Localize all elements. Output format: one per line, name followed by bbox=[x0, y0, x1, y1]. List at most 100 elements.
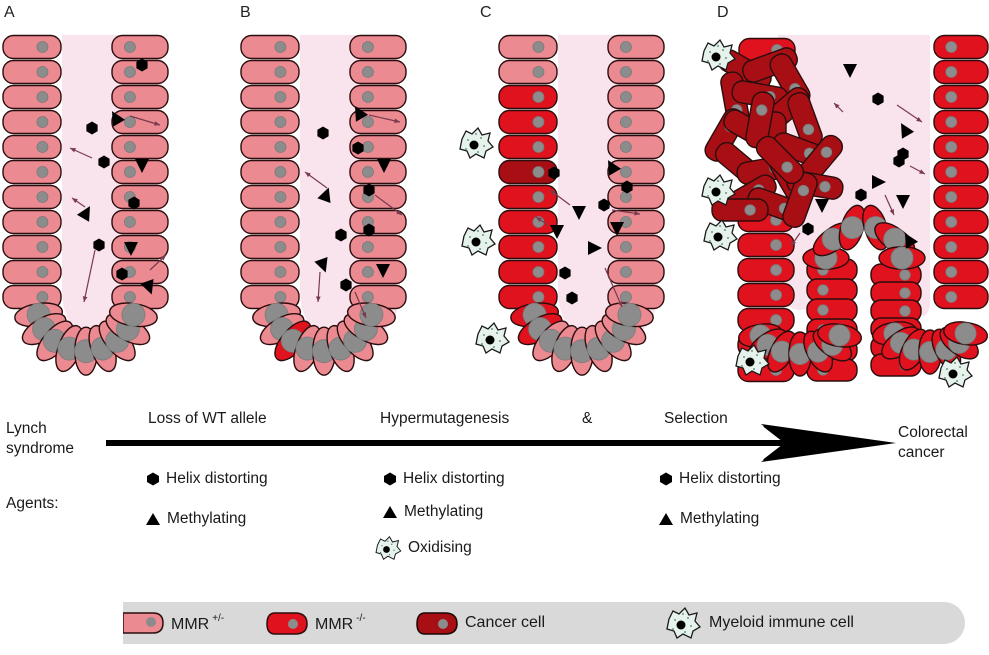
epithelial-cell bbox=[498, 134, 558, 160]
epithelial-cell bbox=[498, 34, 558, 60]
helix-agent-icon bbox=[98, 155, 110, 169]
timeline-end-line2: cancer bbox=[898, 444, 945, 461]
epithelial-cell bbox=[111, 184, 169, 210]
crypt-panel-a bbox=[2, 34, 169, 376]
epithelial-cell bbox=[878, 246, 926, 270]
epithelial-cell bbox=[240, 34, 300, 60]
epithelial-cell bbox=[933, 109, 989, 135]
epithelial-cell bbox=[349, 209, 407, 235]
epithelial-cell bbox=[111, 109, 169, 135]
myeloid-cell-icon bbox=[666, 607, 701, 639]
panel-label-a: A bbox=[4, 4, 15, 21]
methylating-agent-icon bbox=[843, 64, 857, 78]
epithelial-cell bbox=[240, 184, 300, 210]
methylating-agent-icon bbox=[135, 159, 149, 173]
epithelial-cell bbox=[2, 234, 62, 260]
timeline-start-line1: Lynch bbox=[6, 420, 47, 437]
diffusion-arrow bbox=[374, 194, 403, 216]
helix-agent-icon bbox=[893, 154, 905, 168]
epithelial-cell bbox=[2, 109, 62, 135]
agent-label: Helix distorting bbox=[166, 470, 268, 487]
triangle-icon bbox=[383, 506, 397, 518]
legend-label: MMR+/- bbox=[171, 612, 225, 633]
epithelial-cell bbox=[111, 159, 169, 185]
helix-agent-icon bbox=[128, 196, 140, 210]
epithelial-cell bbox=[111, 134, 169, 160]
epithelial-cell bbox=[604, 302, 654, 328]
epithelial-cell bbox=[782, 172, 818, 228]
legend-label: MMR-/- bbox=[315, 612, 366, 633]
epithelial-cell bbox=[2, 34, 62, 60]
agent-label: Methylating bbox=[167, 510, 247, 527]
crypt-panel-d bbox=[701, 34, 989, 388]
panel-label-b: B bbox=[240, 4, 251, 21]
stage-selection: Selection bbox=[664, 410, 728, 427]
methylating-agent-icon bbox=[112, 111, 126, 127]
methylating-agent-icon bbox=[317, 187, 331, 204]
epithelial-cell bbox=[607, 109, 665, 135]
methylating-agent-icon bbox=[376, 264, 390, 278]
methylating-agent-icon bbox=[140, 278, 154, 295]
epithelial-cell bbox=[111, 209, 169, 235]
methylating-agent-icon bbox=[815, 199, 829, 213]
helix-agent-icon bbox=[335, 228, 347, 242]
epithelial-cell bbox=[933, 159, 989, 185]
epithelial-cell bbox=[2, 134, 62, 160]
myeloid-immune-cell bbox=[703, 219, 738, 251]
helix-agent-icon bbox=[559, 266, 571, 280]
epithelial-cell bbox=[349, 134, 407, 160]
agent-methylating-3: Methylating bbox=[658, 510, 759, 528]
epithelial-cell bbox=[933, 34, 989, 60]
agent-label: Oxidising bbox=[408, 539, 472, 556]
cancer-cell-icon bbox=[416, 612, 458, 635]
methylating-agent-icon bbox=[314, 256, 328, 273]
helix-agent-icon bbox=[363, 183, 375, 197]
panel-label-d: D bbox=[717, 4, 729, 21]
methylating-agent-icon bbox=[377, 159, 391, 173]
epithelial-cell bbox=[933, 84, 989, 110]
crypt-diagram bbox=[2, 34, 989, 388]
diffusion-arrow bbox=[604, 267, 623, 308]
legend-label: Myeloid immune cell bbox=[709, 614, 854, 631]
epithelial-cell bbox=[933, 234, 989, 260]
epithelial-cell bbox=[349, 159, 407, 185]
helix-agent-icon bbox=[548, 166, 560, 180]
epithelial-cell bbox=[2, 259, 62, 285]
epithelial-cell bbox=[933, 259, 989, 285]
helix-agent-icon bbox=[621, 180, 633, 194]
epithelial-cell bbox=[766, 330, 797, 373]
triangle-icon bbox=[659, 513, 673, 525]
epithelial-cell bbox=[607, 84, 665, 110]
methylating-agent-icon bbox=[905, 233, 919, 249]
epithelial-cell bbox=[787, 92, 823, 148]
epithelial-cell bbox=[108, 302, 158, 328]
helix-agent-icon bbox=[93, 238, 105, 252]
legend-item-immune: Myeloid immune cell bbox=[663, 602, 854, 644]
epithelial-cell bbox=[2, 84, 62, 110]
epithelial-cell bbox=[870, 281, 922, 305]
epithelial-cell bbox=[607, 234, 665, 260]
epithelial-cell bbox=[2, 209, 62, 235]
methylating-agent-icon bbox=[124, 242, 138, 256]
panel-label-c: C bbox=[480, 4, 492, 21]
methylating-agent-icon bbox=[901, 123, 915, 139]
agent-helix-2: Helix distorting bbox=[383, 470, 505, 488]
mmr-null-cell-icon bbox=[266, 612, 308, 635]
helix-agent-icon bbox=[855, 188, 867, 202]
methylating-agent-icon bbox=[355, 106, 369, 122]
epithelial-cell bbox=[607, 59, 665, 85]
helix-agent-icon bbox=[872, 92, 884, 106]
epithelial-cell bbox=[607, 259, 665, 285]
epithelial-cell bbox=[745, 91, 775, 149]
legend: MMR+/- MMR-/- Cancer cell Myeloid immune… bbox=[123, 602, 965, 644]
methylating-agent-icon bbox=[588, 241, 602, 255]
epithelial-cell bbox=[498, 159, 558, 185]
helix-agent-icon bbox=[116, 267, 128, 281]
helix-agent-icon bbox=[363, 223, 375, 237]
epithelial-cell bbox=[806, 278, 858, 302]
stage-hypermutagenesis: Hypermutagenesis bbox=[380, 410, 510, 427]
agent-helix-1: Helix distorting bbox=[146, 470, 268, 488]
epithelial-cell bbox=[607, 184, 665, 210]
epithelial-cell bbox=[737, 232, 795, 258]
agent-label: Helix distorting bbox=[403, 470, 505, 487]
